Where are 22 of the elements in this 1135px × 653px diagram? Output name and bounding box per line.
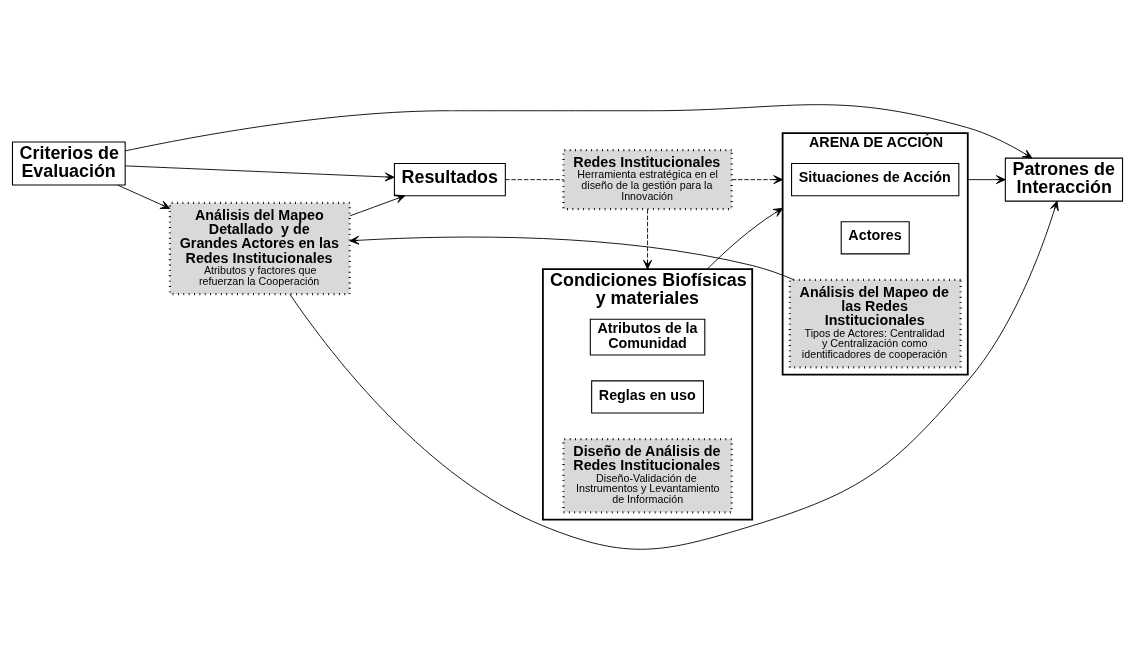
node-box: Reglas en uso: [591, 379, 704, 414]
node-box: Actores: [840, 220, 910, 254]
node-box: Resultados: [393, 162, 506, 196]
node-box: Análisis del Mapeo Detallado y de Grandes Actores en las Redes Institucionales Atributos y factores que refuerzan la Cooperación: [168, 201, 351, 295]
arrow: [706, 207, 784, 269]
arrow: [124, 164, 395, 181]
arrow: [643, 208, 653, 269]
node-box: Patrones de Interacción: [1004, 157, 1124, 202]
arrow: [124, 103, 1033, 159]
node-box: Criterios de Evaluación: [11, 141, 126, 186]
node-box: Diseño de Análisis de Redes Institucionales Diseño-Validación de Instrumentos y Levantamiento de Información: [562, 437, 733, 513]
node-box: Atributos de la Comunidad: [589, 318, 706, 355]
connector: [504, 178, 564, 180]
arrow: [117, 184, 171, 209]
arrow: [731, 174, 784, 184]
arrow: [967, 174, 1006, 184]
node-box: Redes Institucionales Herramienta estratégica en el diseño de la gestión para la Innovación: [562, 148, 733, 210]
node-box: Situaciones de Acción: [791, 162, 960, 196]
arrow: [349, 235, 795, 280]
node-box: Análisis del Mapeo de las Redes Institucionales Tipos de Actores: Centralidad y Centralización como identificadores de cooperación: [788, 278, 962, 369]
arrow: [349, 194, 406, 216]
arrow: [289, 200, 1059, 550]
